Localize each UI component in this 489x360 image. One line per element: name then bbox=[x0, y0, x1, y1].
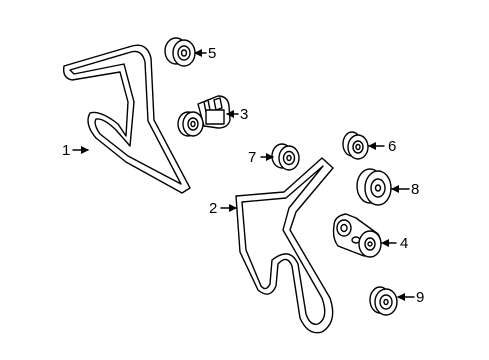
callout-7: 7 bbox=[248, 149, 274, 166]
belt-lower bbox=[235, 157, 334, 334]
large-pulley-8 bbox=[356, 168, 392, 206]
callout-1: 1 bbox=[62, 142, 89, 159]
callout-2: 2 bbox=[209, 200, 237, 217]
callout-label-7: 7 bbox=[248, 149, 256, 166]
callout-4: 4 bbox=[381, 235, 408, 252]
callout-label-4: 4 bbox=[400, 235, 408, 252]
idler-pulley-7 bbox=[271, 143, 300, 171]
callout-9: 9 bbox=[397, 289, 424, 306]
callout-6: 6 bbox=[368, 138, 396, 155]
callout-8: 8 bbox=[391, 181, 419, 198]
callout-label-1: 1 bbox=[62, 142, 70, 159]
tensioner-3 bbox=[177, 95, 231, 137]
callout-label-5: 5 bbox=[208, 45, 216, 62]
tensioner-assembly-4 bbox=[332, 213, 382, 258]
idler-pulley-9 bbox=[369, 286, 398, 316]
callout-label-3: 3 bbox=[240, 106, 248, 123]
belt-upper bbox=[62, 44, 191, 194]
idler-pulley-5 bbox=[164, 37, 196, 67]
callout-5: 5 bbox=[194, 45, 216, 62]
callout-3: 3 bbox=[226, 106, 248, 123]
callout-label-8: 8 bbox=[411, 181, 419, 198]
idler-pulley-6 bbox=[342, 131, 369, 160]
callout-label-9: 9 bbox=[416, 289, 424, 306]
callout-label-6: 6 bbox=[388, 138, 396, 155]
callout-label-2: 2 bbox=[209, 200, 217, 217]
